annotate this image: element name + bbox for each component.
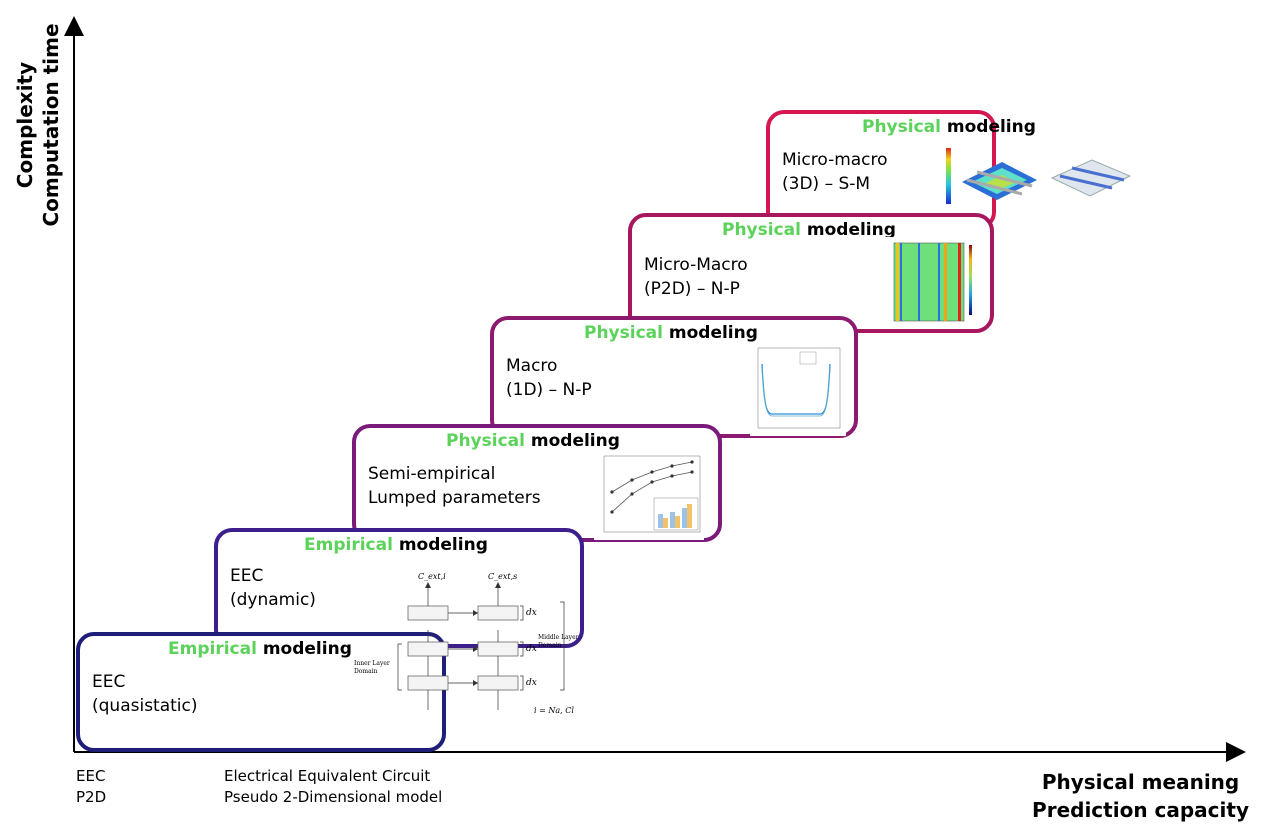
- step-line-2: (quasistatic): [92, 696, 198, 716]
- abbreviation-legend: EEC Electrical Equivalent Circuit P2D Ps…: [76, 766, 442, 808]
- step-box-macro-1d: Physical modeling Macro (1D) – N-P: [490, 316, 858, 438]
- 1d-profile-figure: [750, 344, 846, 436]
- model-rest: modeling: [256, 639, 352, 659]
- step-line-1: EEC: [230, 566, 264, 586]
- circuit-label-inner-domain: Inner Layer Domain: [354, 660, 390, 675]
- model-rest: modeling: [392, 535, 488, 555]
- step-description: Micro-macro (3D) – S-M: [782, 148, 888, 196]
- model-rest: modeling: [940, 117, 1036, 137]
- step-line-2: (P2D) – N-P: [644, 279, 740, 299]
- p2d-concentration-figure: [884, 237, 978, 329]
- step-box-semi-empirical: Physical modeling Semi-empirical Lumped …: [352, 424, 722, 542]
- model-rest: modeling: [524, 431, 620, 451]
- step-line-1: Semi-empirical: [368, 464, 496, 484]
- step-box-micro-macro-p2d: Physical modeling Micro-Macro (P2D) – N-…: [628, 213, 994, 333]
- step-description: Macro (1D) – N-P: [506, 354, 592, 402]
- model-kind: Empirical: [168, 639, 257, 659]
- model-kind: Physical: [446, 431, 525, 451]
- step-line-1: Micro-Macro: [644, 255, 748, 275]
- x-label-line-1: Physical meaning: [1041, 770, 1240, 794]
- circuit-note: i = Na, Cl: [534, 706, 574, 715]
- model-rest: modeling: [662, 323, 758, 343]
- model-kind: Physical: [722, 220, 801, 240]
- circuit-label-top-left: C_ext,i: [418, 572, 446, 581]
- step-description: Semi-empirical Lumped parameters: [368, 462, 541, 510]
- step-line-1: Macro: [506, 356, 558, 376]
- step-description: Micro-Macro (P2D) – N-P: [644, 253, 748, 301]
- circuit-dx-3: dx: [526, 678, 537, 688]
- step-box-micro-macro-3d: Physical modeling Micro-macro (3D) – S-M: [766, 110, 1132, 230]
- circuit-label-top-right: C_ext,s: [488, 572, 518, 581]
- lumped-parameter-figure: [594, 452, 704, 540]
- legend-row: P2D Pseudo 2-Dimensional model: [76, 787, 442, 808]
- step-line-2: (1D) – N-P: [506, 380, 592, 400]
- circuit-figure: C_ext,i C_ext,s Inner Layer Domain Middl…: [354, 572, 582, 722]
- model-kind: Physical: [584, 323, 663, 343]
- step-title: Physical modeling: [446, 431, 620, 451]
- step-box-eec-quasistatic: Empirical modeling EEC (quasistatic): [76, 632, 446, 752]
- step-box-eec-dynamic: Empirical modeling EEC (dynamic): [214, 528, 584, 648]
- step-line-1: EEC: [92, 672, 126, 692]
- step-title: Physical modeling: [584, 323, 758, 343]
- step-description: EEC (quasistatic): [92, 670, 198, 718]
- circuit-dx-1: dx: [526, 608, 537, 618]
- legend-meaning: Pseudo 2-Dimensional model: [224, 788, 443, 806]
- model-kind: Physical: [862, 117, 941, 137]
- legend-row: EEC Electrical Equivalent Circuit: [76, 766, 442, 787]
- model-rest: modeling: [800, 220, 896, 240]
- legend-abbr: P2D: [76, 788, 107, 806]
- step-title: Empirical modeling: [168, 639, 352, 659]
- step-title: Empirical modeling: [304, 535, 488, 555]
- circuit-label-middle-domain: Middle Layer Domain: [538, 634, 579, 649]
- x-axis-label: Physical meaning Prediction capacity: [1032, 768, 1249, 824]
- step-line-2: (dynamic): [230, 590, 316, 610]
- y-label-line-1: Complexity: [13, 61, 37, 189]
- step-title: Physical modeling: [862, 117, 1036, 137]
- legend-abbr: EEC: [76, 767, 106, 785]
- step-line-1: Micro-macro: [782, 150, 888, 170]
- step-line-2: Lumped parameters: [368, 488, 541, 508]
- model-kind: Empirical: [304, 535, 393, 555]
- circuit-diagram: [397, 582, 565, 710]
- step-title: Physical modeling: [722, 220, 896, 240]
- step-line-2: (3D) – S-M: [782, 174, 871, 194]
- circuit-dx-2: dx: [526, 644, 537, 654]
- 3d-simulation-figure: [946, 148, 1132, 204]
- y-label-line-2: Computation time: [39, 23, 63, 227]
- legend-meaning: Electrical Equivalent Circuit: [224, 767, 431, 785]
- step-description: EEC (dynamic): [230, 564, 316, 612]
- x-label-line-2: Prediction capacity: [1032, 798, 1249, 822]
